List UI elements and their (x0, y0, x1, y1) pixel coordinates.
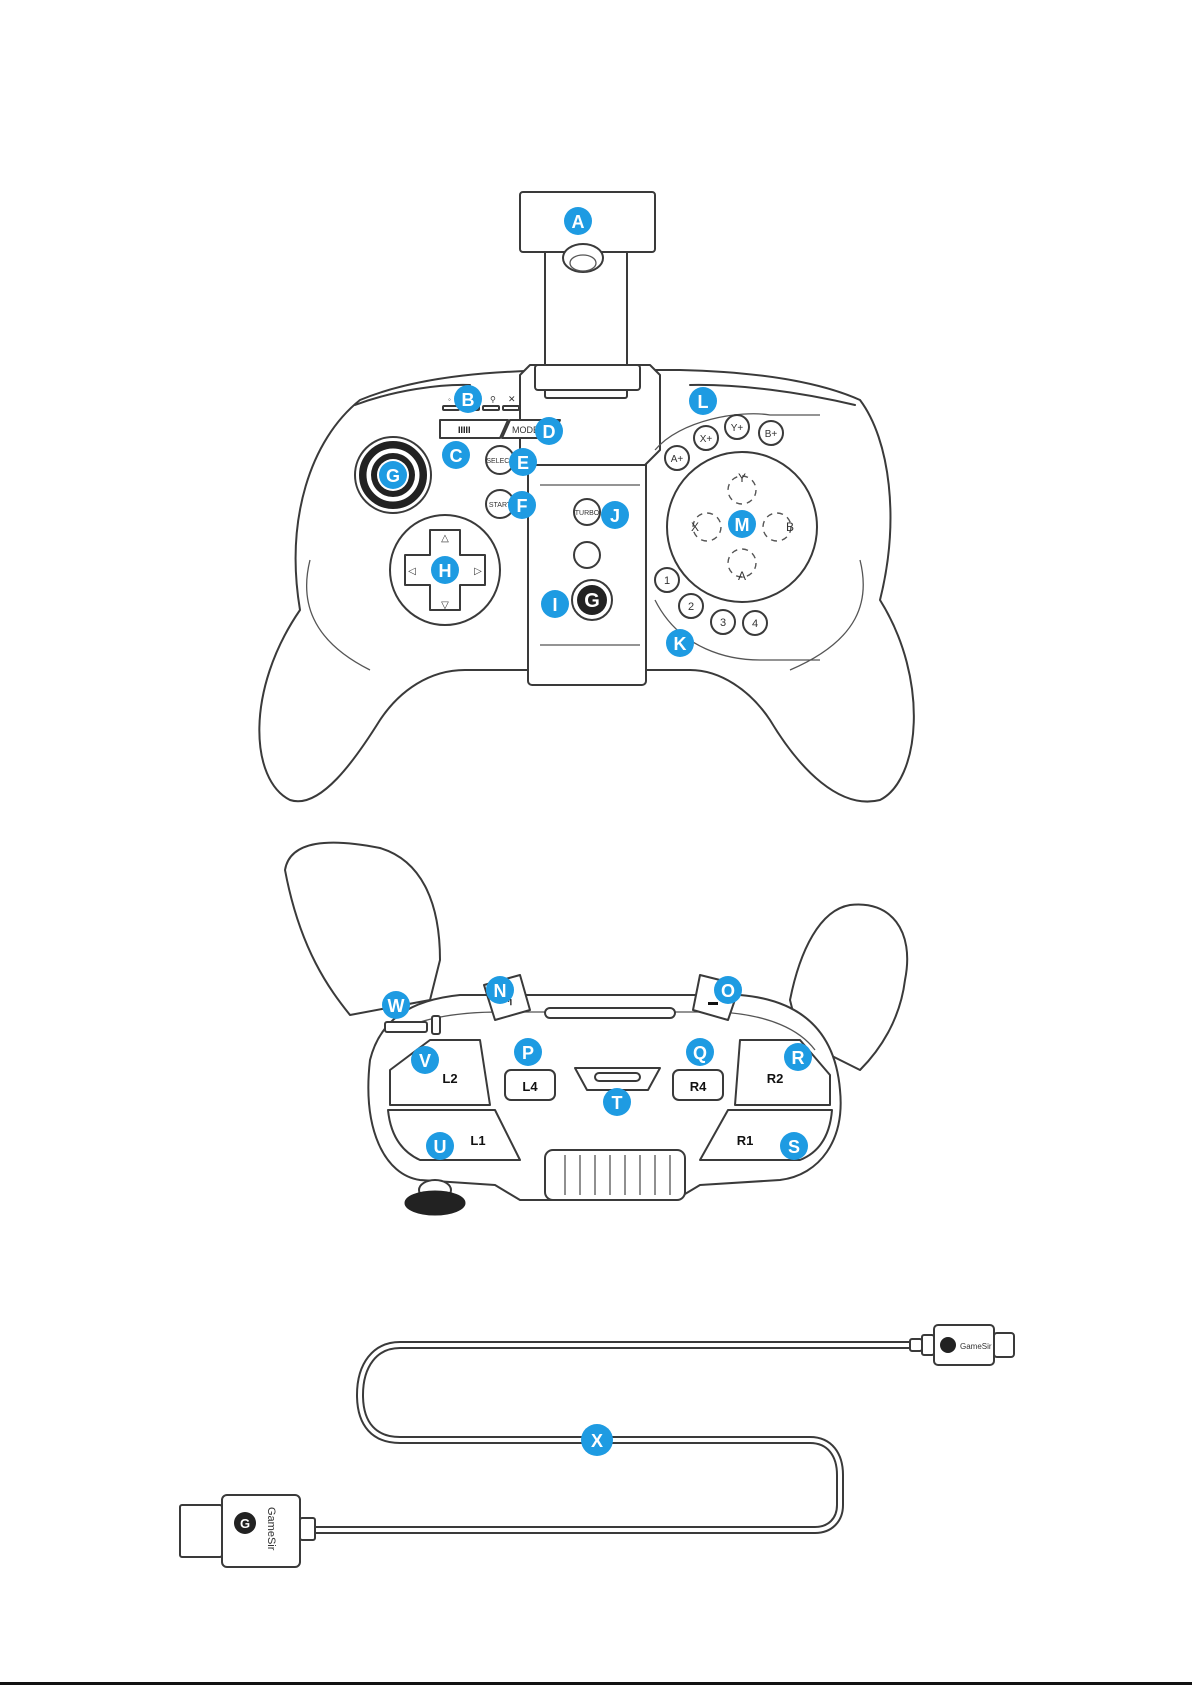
svg-text:L: L (698, 392, 709, 412)
callout-u: U (426, 1132, 454, 1160)
svg-text:C: C (450, 446, 463, 466)
mode-label: MODE (512, 425, 539, 435)
svg-text:W: W (388, 996, 405, 1016)
callout-q: Q (686, 1038, 714, 1066)
phone-holder-grip (563, 244, 603, 272)
x-plus-label: X+ (700, 434, 713, 445)
svg-text:△: △ (441, 533, 449, 544)
callout-c: C (442, 441, 470, 469)
svg-text:A: A (572, 212, 585, 232)
svg-text:▽: ▽ (441, 600, 449, 611)
face-b-label: B (786, 520, 794, 534)
face-a-label: A (738, 569, 746, 583)
svg-text:Q: Q (693, 1043, 707, 1063)
face-y-label: Y (738, 471, 746, 485)
svg-text:G: G (386, 466, 400, 486)
callout-x: X (581, 1424, 613, 1456)
callout-b: B (454, 385, 482, 413)
callout-e: E (509, 448, 537, 476)
callout-o: O (714, 976, 742, 1004)
top-view-controller: ↰ ▬ L2 R2 L1 R1 L4 R4 (285, 843, 907, 1215)
svg-text:M: M (735, 515, 750, 535)
center-button[interactable] (574, 542, 600, 568)
number-2-label: 2 (688, 601, 694, 613)
top-center-slot (545, 1008, 675, 1018)
svg-text:P: P (522, 1043, 534, 1063)
svg-text:X: X (591, 1431, 603, 1451)
callout-g: G (379, 461, 407, 489)
svg-text:▷: ▷ (474, 566, 482, 577)
callout-h: H (431, 556, 459, 584)
svg-text:V: V (419, 1051, 431, 1071)
callout-d: D (535, 417, 563, 445)
svg-text:T: T (612, 1093, 623, 1113)
callout-j: J (601, 501, 629, 529)
usb-a-brand: GameSir (265, 1507, 277, 1551)
svg-text:H: H (439, 561, 452, 581)
callout-m: M (728, 510, 756, 538)
usb-c-brand: GameSir (960, 1342, 992, 1351)
svg-text:I: I (552, 595, 557, 615)
callout-r: R (784, 1043, 812, 1071)
r1-label: R1 (737, 1133, 754, 1148)
callout-l: L (689, 387, 717, 415)
mode-button-shape[interactable] (440, 420, 508, 438)
mode-left-label: IIIII (458, 425, 471, 435)
l4-label: L4 (522, 1079, 538, 1094)
svg-text:J: J (610, 506, 620, 526)
svg-text:G: G (584, 590, 600, 612)
r2-label: R2 (767, 1071, 784, 1086)
callout-t: T (603, 1088, 631, 1116)
usb-c-connector: GameSir (910, 1325, 1014, 1365)
b-plus-label: B+ (765, 429, 778, 440)
callout-i: I (541, 590, 569, 618)
callout-p: P (514, 1038, 542, 1066)
callout-w: W (382, 991, 410, 1019)
l2-label: L2 (442, 1071, 457, 1086)
callout-v: V (411, 1046, 439, 1074)
callout-n: N (486, 976, 514, 1004)
svg-text:D: D (543, 422, 556, 442)
home-button[interactable]: G (572, 580, 612, 620)
callout-s: S (780, 1132, 808, 1160)
a-plus-label: A+ (671, 454, 684, 465)
left-grip-top-view (285, 843, 440, 1015)
svg-text:N: N (494, 981, 507, 1001)
callout-a: A (564, 207, 592, 235)
right-upper-bumper-mark: ▬ (708, 997, 718, 1008)
l1-label: L1 (470, 1133, 485, 1148)
svg-text:G: G (240, 1516, 250, 1531)
svg-text:E: E (517, 453, 529, 473)
clamp-hinge (535, 365, 640, 390)
number-1-label: 1 (664, 575, 670, 587)
svg-text:S: S (788, 1137, 800, 1157)
y-plus-label: Y+ (731, 423, 744, 434)
w-switch[interactable] (385, 1022, 427, 1032)
callout-f: F (508, 491, 536, 519)
svg-text:O: O (721, 981, 735, 1001)
number-4-label: 4 (752, 618, 758, 630)
usb-a-connector: G GameSir (180, 1495, 315, 1567)
front-view-controller: ◦ ⚲ ✕ IIIII MODE SELECT START △ ▽ ◁ ▷ (259, 192, 914, 802)
svg-text:U: U (434, 1137, 447, 1157)
face-x-label: X (691, 520, 699, 534)
turbo-label: TURBO (575, 510, 600, 517)
usb-c-port-opening (595, 1073, 640, 1081)
svg-text:◁: ◁ (408, 566, 416, 577)
callout-k: K (666, 629, 694, 657)
number-3-label: 3 (720, 617, 726, 629)
svg-text:B: B (462, 390, 475, 410)
w-switch-slot (432, 1016, 440, 1034)
r4-label: R4 (690, 1079, 707, 1094)
svg-text:⚲: ⚲ (490, 395, 496, 404)
svg-text:R: R (792, 1048, 805, 1068)
svg-text:✕: ✕ (508, 394, 516, 404)
svg-text:◦: ◦ (448, 395, 451, 404)
top-view-joystick-cap (405, 1191, 465, 1215)
center-hinge (545, 1150, 685, 1200)
svg-text:F: F (517, 496, 528, 516)
svg-text:K: K (674, 634, 687, 654)
